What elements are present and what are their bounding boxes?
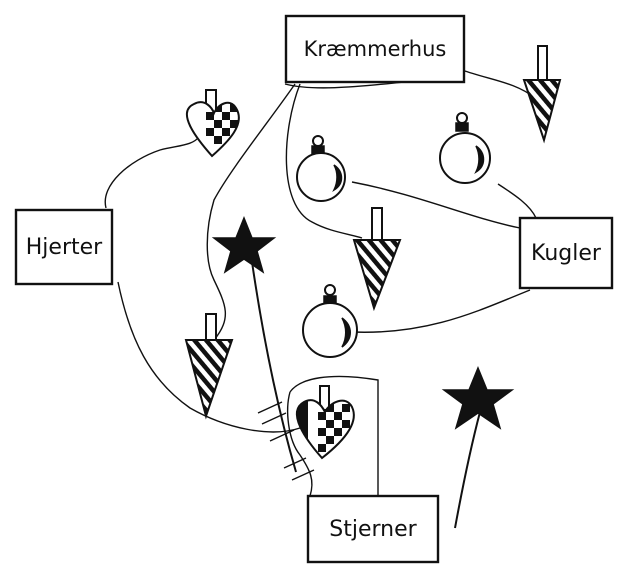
bauble-icon: [297, 136, 345, 201]
node-kraemmerhus: Kræmmerhus: [286, 16, 464, 82]
bauble-icon: [440, 113, 490, 183]
line-star-right-stjerner: [455, 412, 480, 528]
label-stjerner: Stjerner: [329, 517, 417, 542]
cone-icon: [186, 314, 232, 416]
label-hjerter: Hjerter: [26, 235, 103, 260]
line-kraemmerhus-top-cone: [462, 70, 535, 98]
line-hjerter-heart-top: [105, 136, 200, 208]
node-hjerter: Hjerter: [16, 210, 112, 284]
line-star-left-stjerner: [252, 262, 296, 472]
woven-heart-icon: [296, 386, 354, 460]
label-kraemmerhus: Kræmmerhus: [304, 37, 447, 61]
node-stjerner: Stjerner: [308, 496, 438, 562]
woven-heart-icon: [187, 90, 239, 156]
line-kugler-bauble-right: [498, 184, 536, 218]
star-icon: [214, 218, 274, 272]
node-kugler: Kugler: [520, 218, 612, 288]
cone-icon: [354, 208, 400, 308]
bauble-icon: [303, 285, 357, 357]
cone-icon: [524, 46, 560, 140]
label-kugler: Kugler: [531, 241, 602, 266]
